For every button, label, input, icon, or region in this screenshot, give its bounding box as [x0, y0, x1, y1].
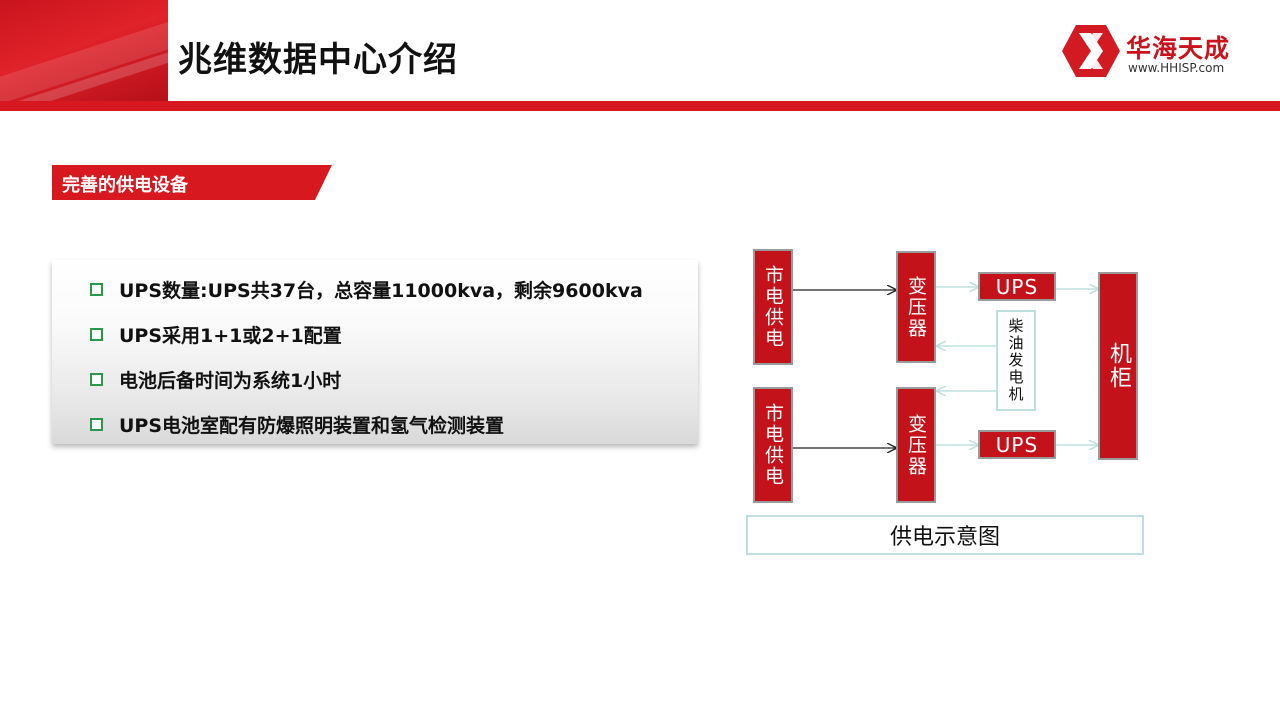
diagram-arrows — [792, 245, 1155, 515]
square-bullet-icon — [90, 327, 103, 341]
ups-box-top: UPS — [978, 272, 1056, 301]
header-red-block — [0, 0, 168, 104]
page-title: 兆维数据中心介绍 — [178, 40, 458, 80]
city-power-box-top: 市电供电 — [753, 249, 793, 365]
bullet-item: UPS数量:UPS共37台，总容量11000kva，剩余9600kva — [90, 274, 643, 304]
section-tag-shape — [52, 165, 332, 200]
company-logo: 华海天成 www.HHISP.com — [1062, 25, 1262, 80]
section-tag-label: 完善的供电设备 — [62, 175, 188, 196]
logo-name: 华海天成 — [1126, 34, 1231, 63]
logo-mark-icon — [1062, 25, 1120, 77]
square-bullet-icon — [90, 282, 103, 296]
square-bullet-icon — [90, 417, 103, 431]
transformer-box-top: 变压器 — [896, 251, 936, 363]
city-power-box-bottom: 市电供电 — [753, 387, 793, 503]
cabinet-box: 机柜 — [1098, 272, 1138, 460]
diesel-generator-box: 柴油发电机 — [996, 310, 1036, 411]
bullet-text: UPS电池室配有防爆照明装置和氢气检测装置 — [119, 414, 505, 437]
bullet-item: UPS采用1+1或2+1配置 — [90, 319, 342, 349]
header-divider — [0, 101, 1280, 111]
bullet-text: UPS数量:UPS共37台，总容量11000kva，剩余9600kva — [119, 279, 643, 302]
bullet-item: 电池后备时间为系统1小时 — [90, 364, 341, 394]
square-bullet-icon — [90, 372, 103, 386]
bullet-text: UPS采用1+1或2+1配置 — [119, 324, 342, 347]
power-supply-diagram: 市电供电 市电供电 变压器 变压器 UPS UPS 柴油发电机 机柜 供电示意图 — [745, 245, 1155, 565]
bullet-item: UPS电池室配有防爆照明装置和氢气检测装置 — [90, 409, 504, 439]
section-tag: 完善的供电设备 — [52, 165, 332, 200]
diagram-caption: 供电示意图 — [746, 515, 1144, 555]
bullet-text: 电池后备时间为系统1小时 — [119, 369, 342, 392]
slide-header: 兆维数据中心介绍 华海天成 www.HHISP.com — [0, 0, 1280, 111]
ups-box-bottom: UPS — [978, 430, 1056, 459]
transformer-box-bottom: 变压器 — [896, 387, 936, 503]
logo-url: www.HHISP.com — [1128, 61, 1225, 75]
bullet-card: UPS数量:UPS共37台，总容量11000kva，剩余9600kva UPS采… — [52, 260, 698, 444]
